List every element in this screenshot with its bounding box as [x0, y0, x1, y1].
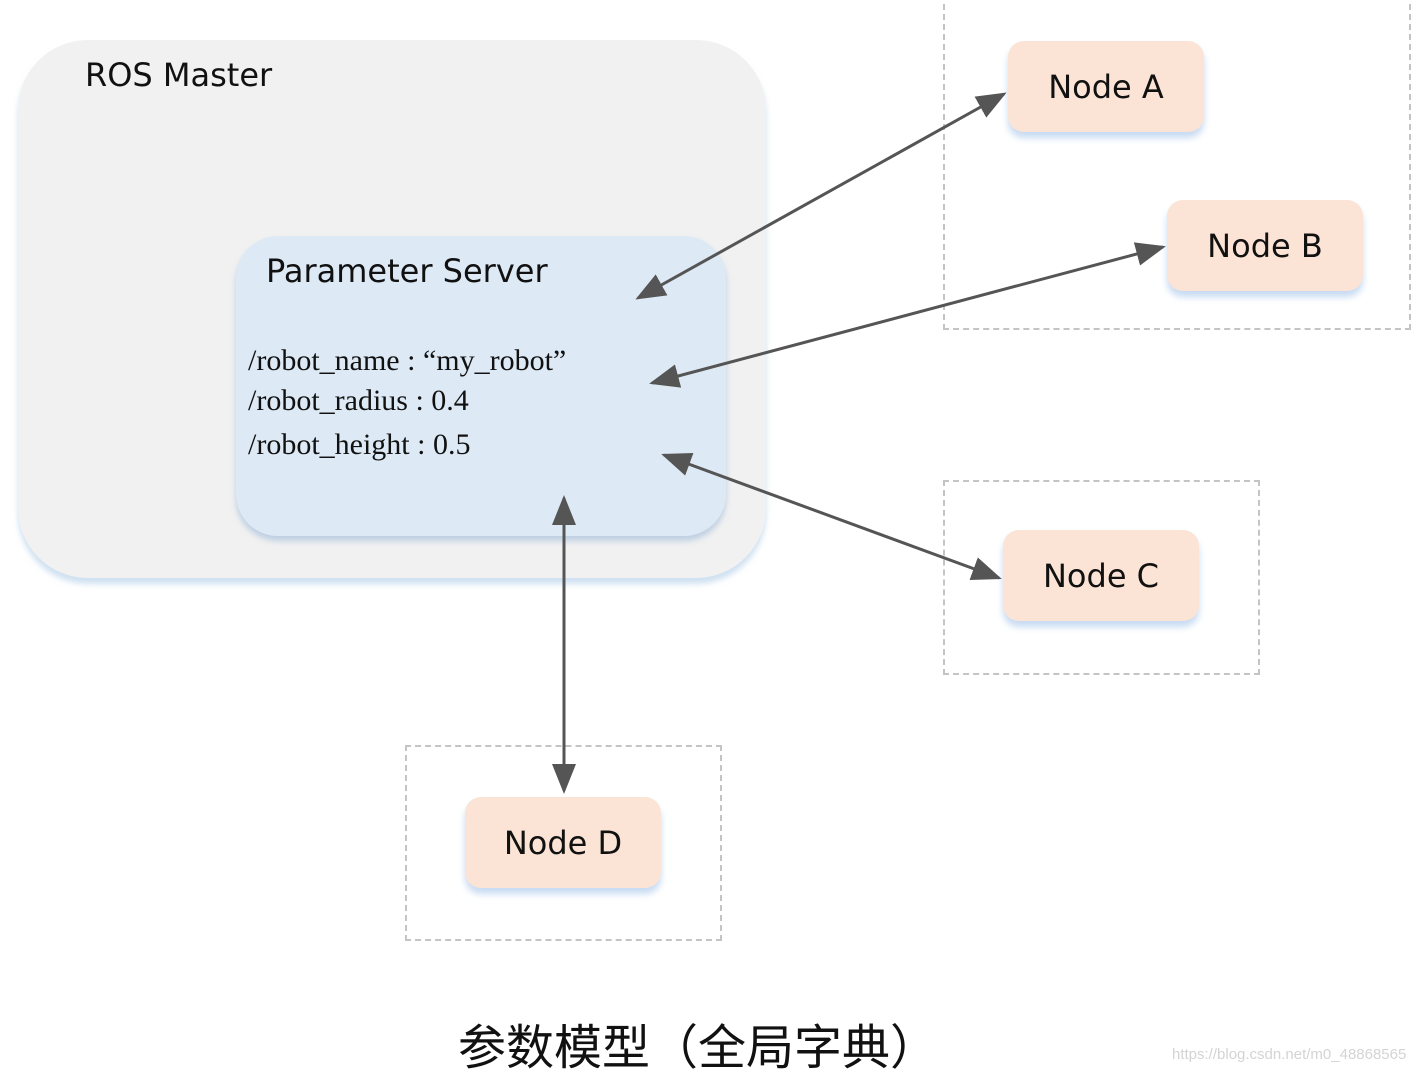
parameter-server-label: Parameter Server	[266, 252, 548, 290]
diagram-caption: 参数模型（全局字典）	[457, 1020, 938, 1076]
node-b[interactable]: Node B	[1167, 200, 1363, 291]
node-a[interactable]: Node A	[1008, 41, 1204, 132]
param-robot-name: /robot_name : “my_robot”	[248, 344, 567, 377]
param-robot-radius: /robot_radius : 0.4	[248, 384, 469, 417]
node-c[interactable]: Node C	[1003, 530, 1199, 621]
param-robot-height: /robot_height : 0.5	[248, 428, 471, 461]
ros-master-label: ROS Master	[85, 56, 273, 94]
watermark: https://blog.csdn.net/m0_48868565	[1172, 1046, 1407, 1063]
node-d[interactable]: Node D	[465, 797, 661, 888]
